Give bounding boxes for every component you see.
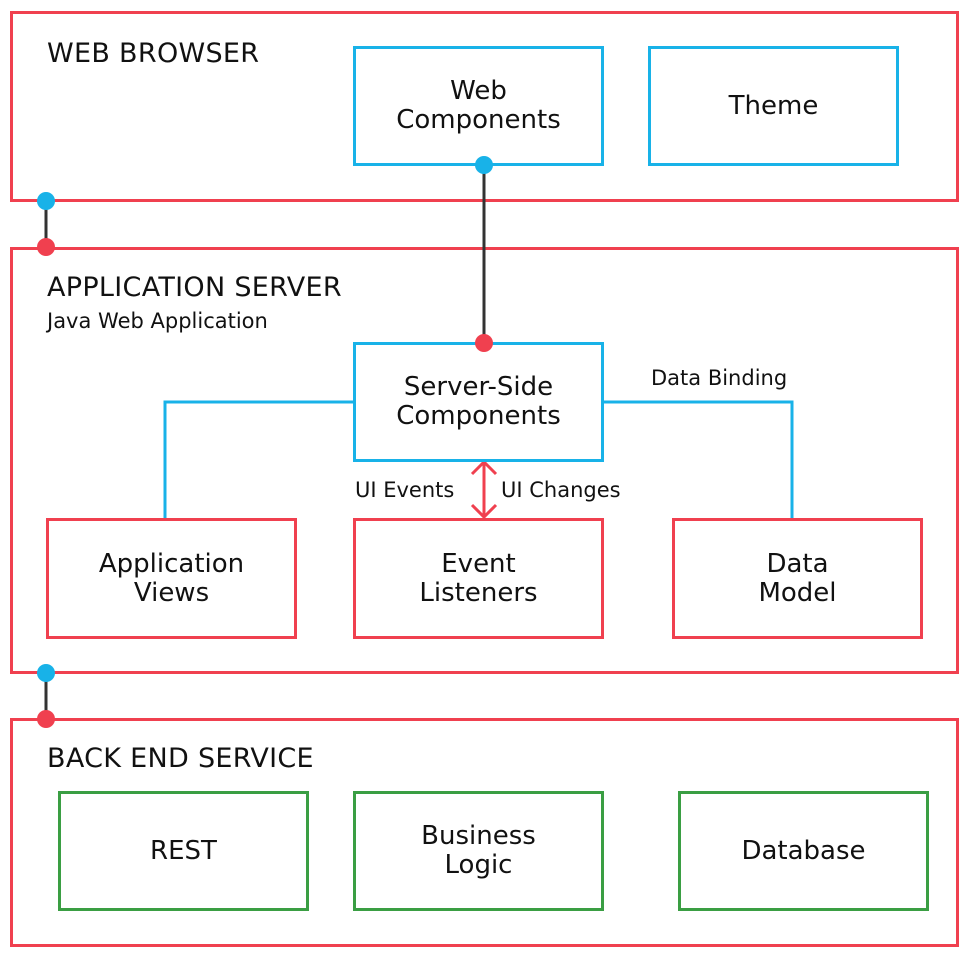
application-views-box: Application Views — [46, 518, 297, 639]
application-server-title: APPLICATION SERVER — [47, 272, 342, 303]
rest-box: REST — [58, 791, 309, 911]
web-browser-title: WEB BROWSER — [47, 38, 260, 69]
event-listeners-line2: Listeners — [419, 577, 538, 608]
back-end-service-title: BACK END SERVICE — [47, 743, 314, 774]
application-views-line1: Application — [98, 548, 245, 579]
server-side-components-box: Server-Side Components — [353, 342, 604, 462]
data-model-box: Data Model — [672, 518, 923, 639]
data-model-line1: Data — [766, 548, 829, 579]
event-listeners-box: Event Listeners — [353, 518, 604, 639]
data-binding-label: Data Binding — [651, 366, 788, 390]
business-logic-line1: Business — [421, 821, 536, 851]
business-logic-line2: Logic — [444, 850, 513, 880]
application-server-subtitle: Java Web Application — [47, 309, 268, 333]
server-side-components-line2: Components — [396, 401, 561, 431]
application-views-line2: Views — [133, 577, 210, 608]
server-side-components-line1: Server-Side — [403, 372, 554, 402]
theme-label: Theme — [728, 90, 819, 121]
data-model-line2: Model — [758, 577, 837, 608]
business-logic-box: Business Logic — [353, 791, 604, 911]
ui-changes-label: UI Changes — [501, 478, 621, 502]
database-box: Database — [678, 791, 929, 911]
ui-events-label: UI Events — [355, 478, 455, 502]
web-components-line1: Web — [450, 76, 507, 106]
database-label: Database — [741, 835, 866, 866]
theme-box: Theme — [648, 46, 899, 166]
web-components-box: Web Components — [353, 46, 604, 166]
event-listeners-line1: Event — [441, 548, 516, 579]
web-components-line2: Components — [396, 105, 561, 135]
rest-label: REST — [150, 835, 217, 866]
